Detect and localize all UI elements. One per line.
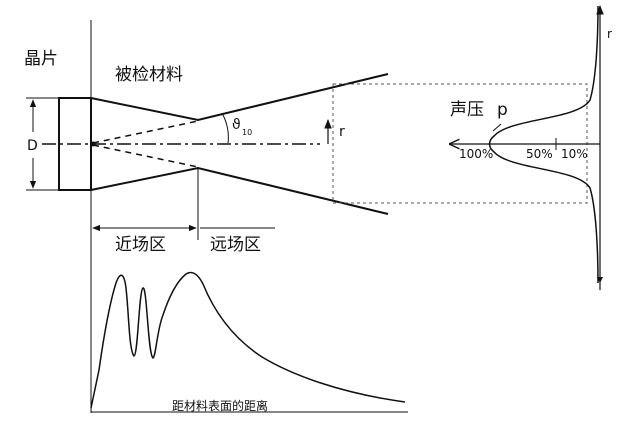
pressure-profile: r 声压 p 100% 50% 10% bbox=[450, 5, 612, 290]
center-radius: r bbox=[324, 119, 345, 144]
far-field-label: 远场区 bbox=[210, 235, 261, 255]
pressure-label: 声压 bbox=[450, 100, 484, 120]
beam-upper-edge bbox=[90, 73, 389, 122]
crystal-transducer: 晶片 bbox=[24, 49, 92, 191]
angle-symbol: ϑ bbox=[232, 117, 241, 133]
axial-pressure-curve bbox=[90, 271, 406, 409]
radius-right-label: r bbox=[607, 27, 612, 41]
pct-100-label: 100% bbox=[459, 147, 493, 161]
crystal-label: 晶片 bbox=[24, 49, 58, 69]
pressure-symbol: p bbox=[497, 100, 508, 120]
beam-lower-dashed bbox=[92, 144, 199, 168]
divergence-angle: ϑ 10 bbox=[221, 112, 252, 144]
distance-axis-label: 距材料表面的距离 bbox=[172, 398, 268, 413]
field-zones: 近场区 远场区 bbox=[92, 168, 275, 255]
angle-subscript: 10 bbox=[242, 128, 252, 137]
diameter-dimension: D bbox=[26, 97, 58, 191]
radius-center-label: r bbox=[339, 124, 345, 140]
pct-10-label: 10% bbox=[561, 147, 588, 161]
axial-pressure-graph: 距材料表面的距离 bbox=[90, 271, 408, 413]
near-field-label: 近场区 bbox=[115, 235, 166, 255]
beam-upper-dashed bbox=[92, 120, 199, 144]
pct-50-label: 50% bbox=[526, 147, 553, 161]
material-label: 被检材料 bbox=[115, 65, 183, 85]
diameter-label: D bbox=[27, 138, 38, 154]
pressure-curve bbox=[488, 5, 599, 284]
beam-lower-edge bbox=[90, 166, 389, 215]
